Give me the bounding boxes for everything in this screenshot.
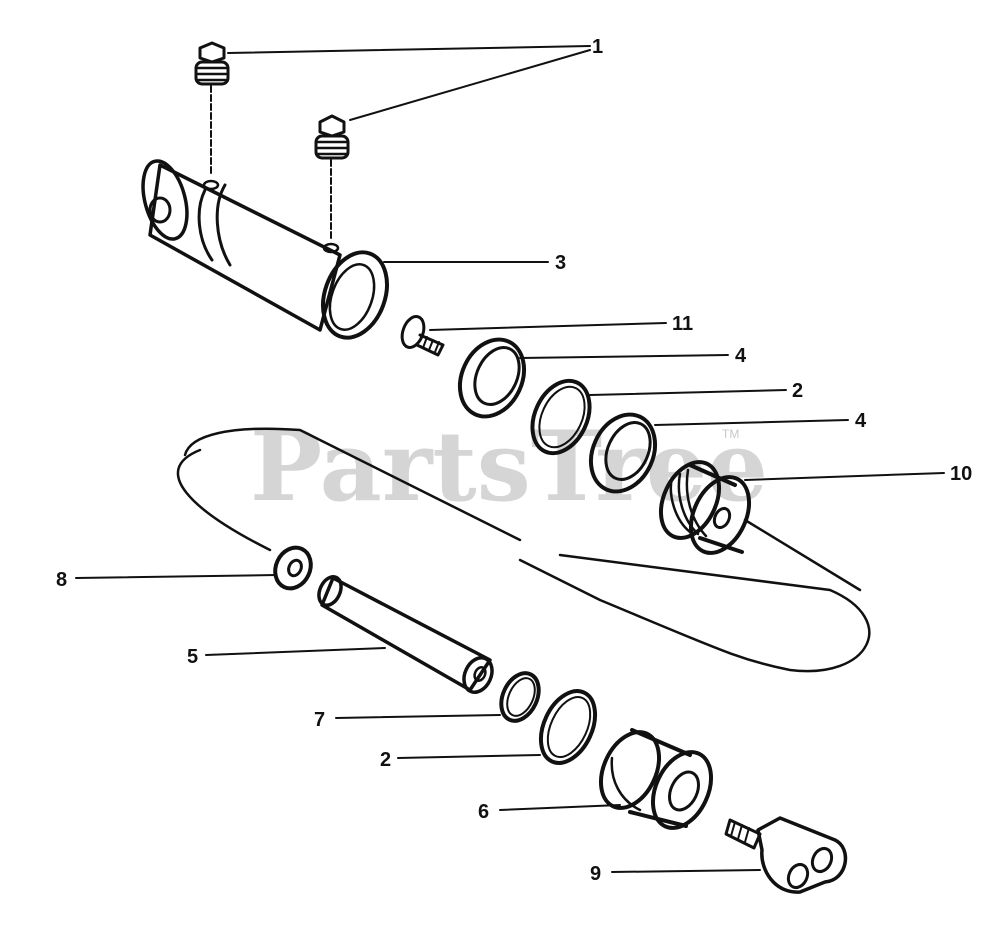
callout-4-upper: 4 [735,345,747,367]
callout-8: 8 [56,569,67,591]
kit-loop-outline-inner [743,518,862,592]
grease-fitting-left [194,41,230,176]
rod-gland [598,728,714,830]
callout-1: 1 [592,36,603,58]
callout-2-lower: 2 [380,749,391,771]
kit-loop-outline [176,427,871,673]
cylinder-barrel [141,159,389,340]
o-ring-small [499,671,541,723]
callout-6: 6 [478,801,489,823]
callout-7: 7 [314,709,325,731]
wear-ring-lower [588,412,658,494]
callout-9: 9 [590,863,601,885]
callout-4-lower: 4 [855,410,867,432]
wear-ring-upper [457,337,527,419]
leader-lines [75,45,945,873]
o-ring-upper [530,378,592,456]
washer [273,545,313,591]
piston-rod [317,575,494,694]
o-ring-lower [538,689,598,765]
callout-10: 10 [950,463,972,485]
screw [400,315,445,357]
callout-2-upper: 2 [792,380,803,402]
callout-3: 3 [555,252,566,274]
callout-5: 5 [187,646,198,668]
watermark-trademark: TM [722,427,739,441]
piston [658,460,752,555]
grease-fitting-right [314,114,350,241]
callout-11: 11 [672,313,693,335]
clevis [724,816,848,894]
